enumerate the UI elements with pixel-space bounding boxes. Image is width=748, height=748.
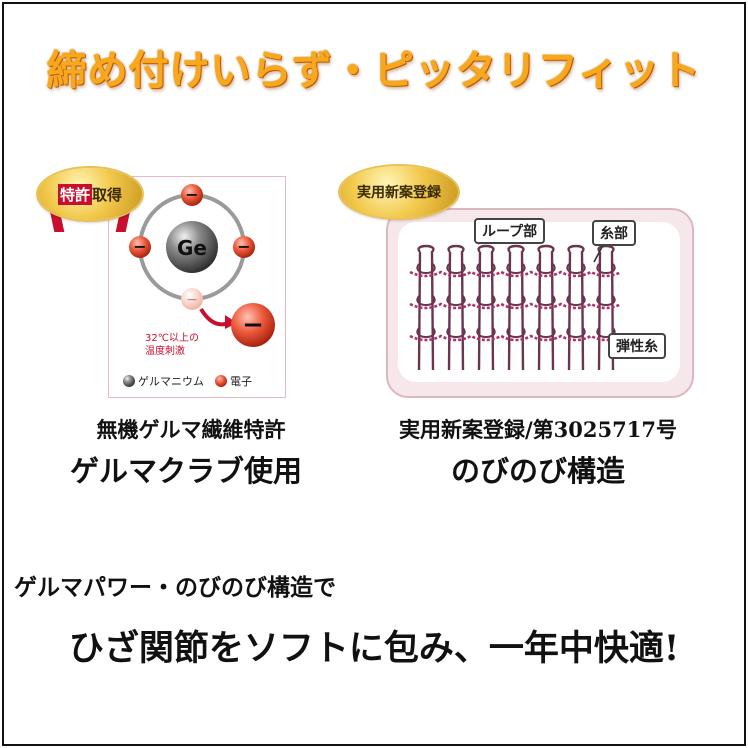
temperature-line2: 温度刺激 [145,344,185,357]
svg-text:−: − [237,237,250,256]
tagline: ひざ関節をソフトに包み、一年中快適! [68,628,680,669]
legend-germanium: ゲルマニウム [138,375,204,388]
loop-curl [446,327,466,338]
label-elastic: 弾性糸 [608,333,666,359]
legend-electron-dot [215,375,227,387]
loop-curl [476,295,496,306]
svg-text:−: − [185,185,198,204]
loop-curl [476,327,496,338]
loop-curl [536,295,556,306]
loop-curl [476,263,496,274]
loop-curl [506,327,526,338]
loop-curl [566,295,586,306]
loop-curl [446,263,466,274]
knit-caption-line2: のびのび構造 [450,454,625,488]
loop-curl [416,327,436,338]
patent-badge-rest: 取得 [92,185,123,204]
electron-left: − [129,236,151,258]
electron-released: − [231,303,275,347]
loop-yarn [477,244,495,371]
utility-model-badge: 実用新案登録 [340,166,458,218]
arrow-head-icon [225,315,237,329]
electron-right: − [233,236,255,258]
svg-text:−: − [242,310,264,340]
germanium-panel: Ge − − − − − 32℃以上の 温度刺激 ゲルマニウム 電子 [108,176,286,398]
headline: 締め付けいらず・ピッタリフィット [46,48,702,94]
loop-curl [566,263,586,274]
germanium-atom-diagram: Ge − − − − − 32℃以上の 温度刺激 ゲルマニウム 電子 [123,184,275,388]
germanium-caption-line2: ゲルマクラブ使用 [69,454,302,488]
svg-text:−: − [186,292,198,308]
loop-curl [596,295,616,306]
germanium-caption-line1: 無機ゲルマ繊維特許 [96,417,286,442]
loop-curl [596,327,616,338]
atom-label: Ge [177,236,207,260]
electron-vacated: − [181,288,203,310]
svg-text:−: − [133,237,146,256]
loop-curl [536,327,556,338]
legend-germanium-dot [123,375,135,387]
elastic-yarn [409,270,622,278]
loop-curl [506,295,526,306]
loop-curl [446,295,466,306]
legend-electron: 電子 [230,375,252,388]
elastic-yarn [409,302,622,310]
elastic-yarn [409,334,622,342]
loop-curl [566,327,586,338]
loop-curl [416,263,436,274]
release-arrow [199,307,230,327]
label-loop: ループ部 [474,218,546,244]
patent-badge: 特許取得 [38,168,142,220]
lead-text: ゲルマパワー・のびのび構造で [14,574,336,601]
loop-curl [416,295,436,306]
loop-curl [596,263,616,274]
knit-caption-line1: 実用新案登録/第3025717号 [399,417,677,442]
patent-badge-highlight: 特許 [57,183,92,205]
germanium-core [166,221,218,273]
label-yarn: 糸部 [592,220,636,246]
loop-curl [506,263,526,274]
temperature-line1: 32℃以上の [145,332,199,344]
loop-curl [536,263,556,274]
electron-top: − [181,184,203,206]
